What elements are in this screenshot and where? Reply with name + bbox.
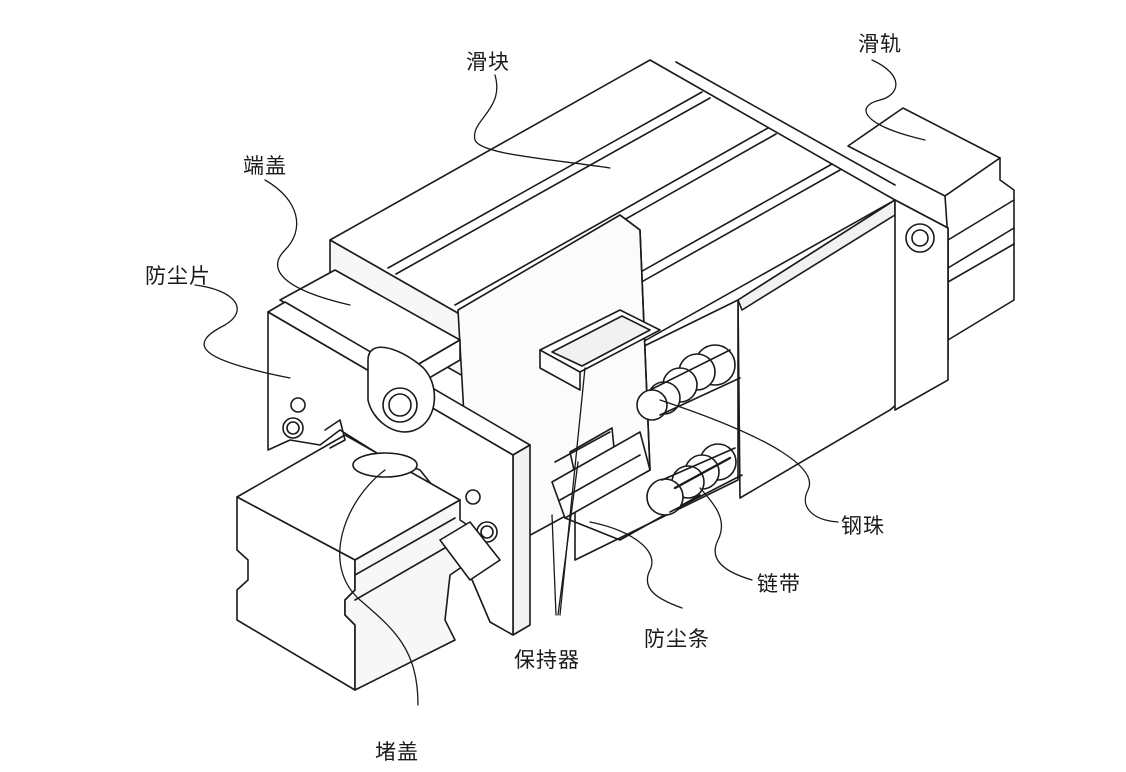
leader-lines — [194, 59, 926, 706]
label-rail: 滑轨 — [858, 32, 902, 56]
leader-plug-cap — [339, 469, 419, 706]
label-slider: 滑块 — [466, 50, 510, 74]
label-chain-belt: 链带 — [757, 572, 801, 596]
rail-front — [236, 419, 501, 691]
leader-retainer-3 — [551, 514, 557, 616]
leader-retainer-1 — [559, 367, 586, 616]
leader-rail — [865, 59, 926, 141]
leader-dust-strip — [589, 521, 683, 609]
leader-slider — [473, 74, 611, 169]
label-plug-cap: 堵盖 — [375, 740, 419, 764]
label-end-cap: 端盖 — [243, 154, 287, 178]
label-dust-strip: 防尘条 — [644, 627, 710, 651]
leader-dust-plate — [194, 284, 291, 379]
leader-end-cap — [264, 179, 351, 306]
leader-chain-belt — [699, 487, 753, 581]
steel-balls — [636, 344, 743, 516]
dust-plate — [267, 301, 531, 636]
leader-steel-ball — [659, 399, 839, 523]
label-dust-plate: 防尘片 — [145, 264, 211, 288]
label-steel-ball: 钢珠 — [841, 514, 885, 538]
label-retainer: 保持器 — [514, 648, 580, 672]
leader-retainer-2 — [557, 461, 579, 616]
